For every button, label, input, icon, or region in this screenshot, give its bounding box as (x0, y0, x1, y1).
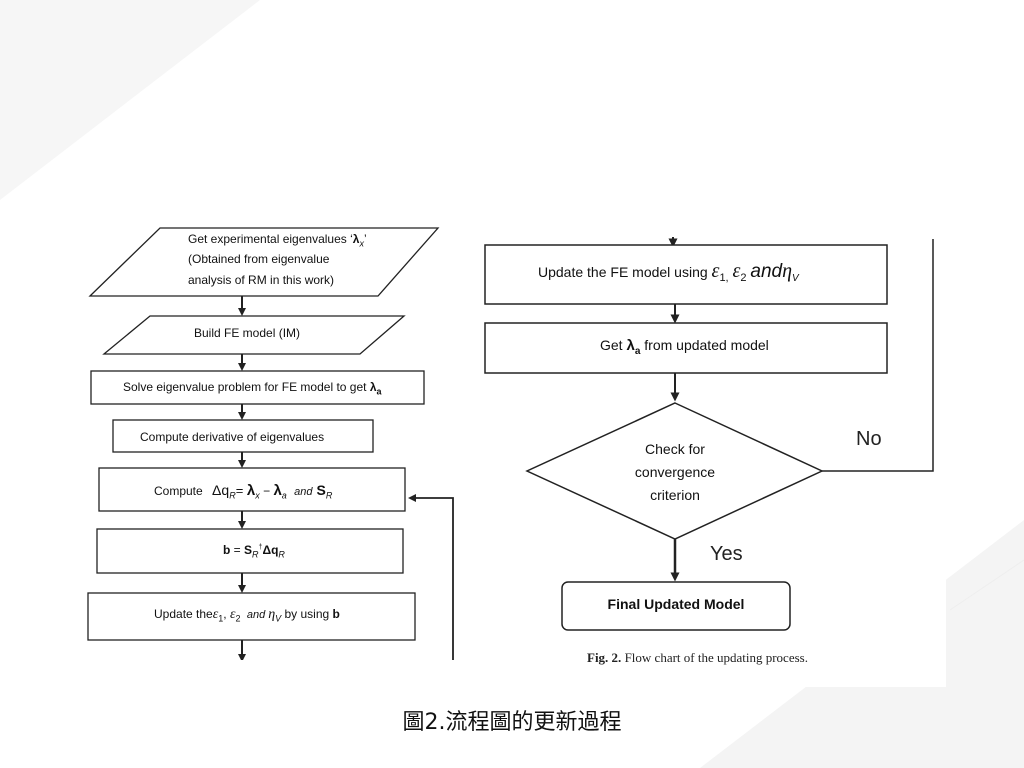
delta-q-symbol: Δq (212, 482, 230, 498)
eta-symbol: η (782, 260, 793, 282)
s-matrix-symbol: S (244, 543, 253, 557)
step2-label: Build FE model (IM) (194, 326, 301, 340)
slide-caption: 圖2.流程圖的更新過程 (402, 710, 622, 735)
step7-suffix: by using (281, 607, 333, 621)
lambda-subscript: a (634, 345, 641, 357)
lambda-x-subscript: x (255, 490, 260, 501)
left-flowchart-shapes (87, 227, 454, 660)
comma: , (223, 607, 230, 621)
s-matrix-symbol: S (316, 482, 326, 498)
box-solve-eigenvalue (90, 370, 425, 405)
figure-caption: Fig. 2. Flow chart of the updating proce… (587, 650, 808, 666)
yes-label: Yes (710, 543, 743, 565)
decision-line3: criterion (650, 487, 700, 503)
b-vector-symbol: b (223, 543, 231, 557)
step6-label: b = SR†ΔqR (223, 543, 285, 559)
step3-text: Solve eigenvalue problem for FE model to… (123, 380, 370, 394)
step3-label: Solve eigenvalue problem for FE model to… (123, 380, 382, 396)
update-fe-text: Update the FE model using (538, 264, 712, 280)
s-matrix-subscript: R (252, 549, 259, 560)
update-fe-label: Update the FE model using ε1, ε2 andηV (538, 260, 799, 284)
lambda-x-symbol: λ (246, 482, 256, 499)
get-lambda-label: Get λa from updated model (600, 337, 769, 357)
eta-subscript: V (275, 613, 282, 624)
decision-line1: Check for (645, 441, 705, 457)
epsilon1-subscript: 1, (719, 271, 729, 284)
epsilon1-symbol: ε (711, 260, 720, 282)
minus-sign: − (259, 484, 274, 498)
delta-q-subscript: R (278, 549, 285, 560)
delta-q-subscript: R (229, 490, 236, 501)
step7-prefix: Update the (154, 607, 213, 621)
and-word: and (246, 609, 266, 621)
lambda-a-subscript: a (281, 490, 287, 501)
step4-label: Compute derivative of eigenvalues (140, 430, 325, 444)
pseudo-inverse-superscript: † (258, 544, 263, 551)
decision-line2: convergence (634, 464, 716, 480)
delta-q-symbol: Δq (262, 543, 279, 557)
right-flowchart-panel: Update the FE model using ε1, ε2 andηV G… (470, 225, 946, 687)
box-final-model (561, 581, 791, 631)
decor-line-bottom-right (949, 559, 1024, 611)
input-parallelogram-build-fe (102, 315, 406, 355)
epsilon2-subscript: 2 (235, 613, 241, 624)
left-flowchart-panel: Get experimental eigenvalues ‘λx’ (Obtai… (60, 208, 470, 660)
no-branch-line (822, 239, 934, 472)
epsilon2-symbol: ε (229, 607, 236, 622)
step1-line1-text: Get experimental eigenvalues ‘ (188, 232, 353, 246)
from-updated-text: from updated model (640, 337, 769, 353)
final-model-label: Final Updated Model (607, 596, 745, 612)
eta-symbol: η (268, 607, 276, 622)
lambda-symbol: λ (626, 337, 635, 354)
epsilon2-subscript: 2 (740, 271, 747, 284)
box-update-fe-model (484, 244, 888, 305)
input-parallelogram-experimental (88, 227, 440, 297)
box-compute-delta-q (98, 467, 406, 512)
box-update-parameters (87, 592, 416, 641)
step5-prefix: Compute (154, 484, 203, 498)
lambda-subscript: a (376, 386, 382, 397)
lambda-subscript: x (359, 238, 364, 249)
figure-caption-label: Fig. 2. (587, 650, 622, 665)
equals-sign: = (230, 543, 245, 557)
no-label: No (856, 428, 882, 450)
and-word: and (750, 261, 783, 282)
corner-shape-top-left (0, 0, 260, 200)
step1-line2: (Obtained from eigenvalue (188, 252, 330, 266)
step1-line3: analysis of RM in this work) (188, 273, 335, 287)
feedback-loop-line (408, 494, 454, 660)
lambda-symbol: λ (352, 232, 360, 246)
eta-subscript: V (792, 272, 799, 284)
s-matrix-subscript: R (325, 490, 333, 501)
box-compute-derivative (112, 419, 374, 453)
equals-sign: = (235, 483, 247, 498)
get-text: Get (600, 337, 627, 353)
epsilon1-symbol: ε (212, 607, 219, 622)
b-vector-symbol: b (332, 607, 340, 621)
lambda-a-symbol: λ (273, 482, 282, 499)
box-compute-b (96, 528, 404, 574)
and-word: and (294, 486, 313, 498)
quote-close: ’ (363, 232, 367, 246)
figure-caption-text: Flow chart of the updating process. (621, 650, 808, 665)
right-flowchart-shapes (484, 237, 934, 631)
box-get-lambda (484, 322, 888, 374)
epsilon2-symbol: ε (732, 260, 741, 282)
step1-line1: Get experimental eigenvalues ‘λx’ (188, 232, 367, 248)
epsilon1-subscript: 1 (218, 613, 224, 624)
lambda-symbol: λ (369, 380, 377, 394)
